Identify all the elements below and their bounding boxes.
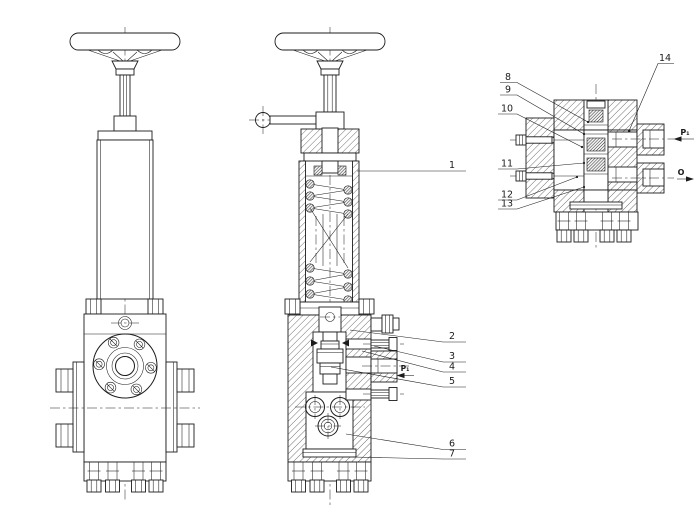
detail-flow-annotations: P₁ O (673, 128, 694, 182)
callout-4: 4 (449, 362, 455, 373)
flow-arrow-in (673, 136, 682, 142)
callout-14: 14 (659, 53, 671, 64)
detail-bottom (553, 189, 639, 243)
body-section (287, 306, 372, 463)
section-callouts: 1 2 3 4 5 6 7 (330, 160, 466, 460)
spring-chamber (284, 160, 375, 316)
lever-handle (249, 106, 345, 134)
callout-1: 1 (449, 160, 455, 171)
callout-2: 2 (449, 331, 455, 342)
inlet-port-annotation: P₁ (396, 364, 414, 379)
detail-right-ports (612, 123, 674, 194)
detail-view: P₁ O 8 9 10 11 12 13 14 (498, 53, 694, 248)
detail-callouts: 8 9 10 11 12 13 14 (498, 53, 674, 210)
side-fittings (362, 314, 410, 401)
callout-5: 5 (449, 376, 455, 387)
port-label-p1-detail: P₁ (680, 128, 690, 137)
callout-10: 10 (501, 104, 513, 115)
valve-stem (320, 68, 340, 113)
callout-13: 13 (501, 199, 513, 210)
callout-9: 9 (505, 85, 511, 96)
handwheel (69, 32, 181, 70)
body-ports-chamber (295, 395, 365, 439)
base-flange (83, 461, 167, 493)
valve-stem (97, 68, 153, 141)
external-view (50, 27, 200, 500)
callout-3: 3 (449, 351, 455, 362)
section-view: P₁ 1 2 3 4 5 6 7 (249, 27, 466, 505)
spring-housing (85, 139, 164, 315)
callout-12: 12 (501, 190, 513, 201)
callout-8: 8 (505, 72, 511, 83)
detail-top-blocks (553, 99, 638, 131)
bonnet-flange (92, 333, 158, 399)
flow-arrow-in (396, 372, 405, 379)
bonnet-section (300, 127, 360, 162)
valve-body (83, 313, 167, 463)
handwheel (274, 32, 386, 70)
side-port-flanges (50, 361, 200, 453)
detail-center-body (553, 129, 638, 191)
base-flange (287, 461, 372, 493)
callout-6: 6 (449, 439, 455, 450)
port-label-outlet: O (678, 168, 685, 177)
callout-7: 7 (449, 449, 455, 460)
flow-arrow-out (686, 176, 694, 182)
port-label-p1-section: P₁ (401, 364, 410, 373)
callout-11: 11 (501, 159, 513, 170)
